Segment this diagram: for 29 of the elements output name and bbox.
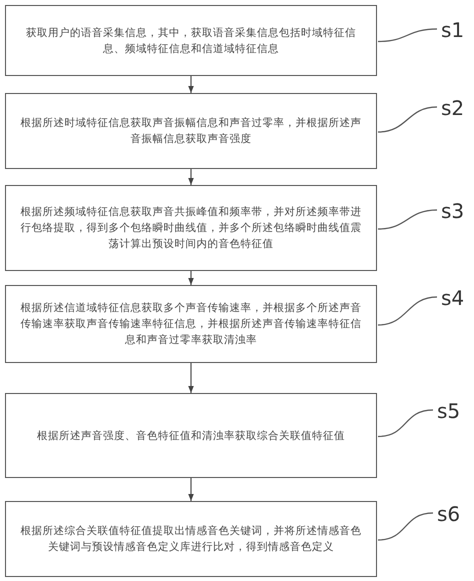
process-box [5, 285, 377, 363]
step-text: 根据所述综合关联值特征值提取出情感音色关键词，并将所述情感音色关键词与预设情感音色定义库进行比对，得到情感音色定义 [20, 524, 362, 555]
step-label: s6 [437, 503, 460, 525]
leader-line [378, 296, 438, 326]
leader-line [378, 512, 434, 541]
process-box [5, 5, 377, 76]
arrow [188, 169, 194, 185]
arrow [188, 363, 194, 393]
leader-line [378, 106, 438, 133]
step-text: 获取用户的语音采集信息，其中，获取语音采集信息包括时域特征信息、频域特征信息和信道域特征信息 [25, 26, 357, 56]
process-box [5, 93, 377, 169]
arrow [188, 478, 194, 501]
leader-line [378, 28, 438, 42]
process-box [5, 501, 377, 577]
process-box [5, 393, 377, 478]
step-text: 根据所述频域特征信息获取声音共振峰值和频率带，并对所述频率带进行包络提取，得到多个包络瞬时曲线值，并多个所述包络瞬时曲线值震荡计算出预设时间内的音色特征值 [20, 205, 362, 252]
step-text: 根据所述信道域特征信息获取多个声音传输速率，并根据多个所述声音传输速率获取声音传输速率特征信息，并根据所述声音传输速率特征信息和声音过零率获取清浊率 [20, 301, 362, 348]
step-label: s4 [441, 287, 464, 309]
leader-line [378, 409, 434, 438]
arrow [188, 76, 194, 93]
step-label: s5 [437, 400, 460, 422]
leader-line [378, 209, 438, 230]
step-label: s1 [441, 19, 464, 41]
step-label: s3 [441, 200, 464, 222]
step-text: 根据所述声音强度、音色特征值和清浊率获取综合关联值特征值 [37, 428, 345, 444]
arrow [188, 271, 194, 285]
step-label: s2 [441, 97, 464, 119]
process-box [5, 185, 377, 271]
step-text: 根据所述时域特征信息获取声音振幅信息和声音过零率，并根据所述声音振幅信息获取声音强度 [20, 116, 362, 147]
